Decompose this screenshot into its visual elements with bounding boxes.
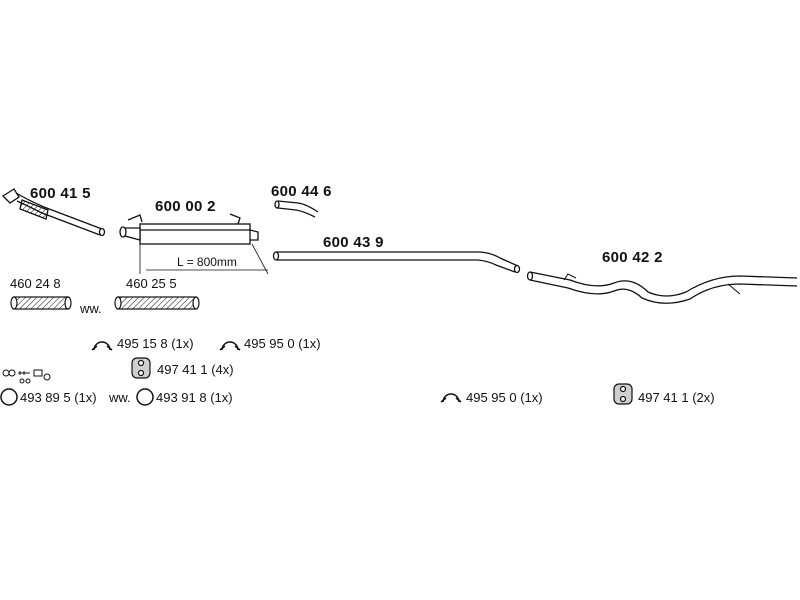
part-number-flex-pipe-a: 460 24 8	[10, 276, 61, 291]
gasket-ring-icon	[0, 388, 18, 406]
clamp-icon	[440, 393, 462, 403]
front-muffler-drawing	[119, 213, 269, 275]
flex-pipe-a-drawing	[10, 296, 72, 310]
clamp-icon	[91, 341, 113, 351]
alternative-marker-gasket: ww.	[109, 390, 131, 405]
gasket-ring-icon	[136, 388, 154, 406]
front-pipe-drawing	[1, 188, 106, 237]
flex-pipe-b-drawing	[114, 296, 200, 310]
rubber-hanger-icon	[131, 357, 151, 379]
part-number-intermediate-pipe: 600 43 9	[323, 234, 384, 251]
part-number-connector-pipe: 600 44 6	[271, 183, 332, 200]
dimension-label: L = 800mm	[177, 255, 237, 269]
connector-pipe-drawing	[274, 200, 319, 218]
alternative-marker: ww.	[80, 301, 102, 316]
accessory-clamp-b: 495 95 0 (1x)	[244, 336, 321, 351]
part-number-front-pipe: 600 41 5	[30, 185, 91, 202]
rubber-hanger-icon	[613, 383, 633, 405]
accessory-hanger-b: 497 41 1 (2x)	[638, 390, 715, 405]
accessory-clamp-a: 495 15 8 (1x)	[117, 336, 194, 351]
accessory-hanger-a: 497 41 1 (4x)	[157, 362, 234, 377]
part-number-front-muffler: 600 00 2	[155, 198, 216, 215]
part-number-flex-pipe-b: 460 25 5	[126, 276, 177, 291]
part-number-rear-pipe: 600 42 2	[602, 249, 663, 266]
accessory-clamp-c: 495 95 0 (1x)	[466, 390, 543, 405]
hardware-kit-icon	[2, 369, 51, 384]
accessory-gasket-b: 493 91 8 (1x)	[156, 390, 233, 405]
rear-pipe-drawing	[526, 271, 798, 304]
accessory-gasket-a: 493 89 5 (1x)	[20, 390, 97, 405]
intermediate-pipe-drawing	[272, 251, 521, 274]
clamp-icon	[219, 341, 241, 351]
